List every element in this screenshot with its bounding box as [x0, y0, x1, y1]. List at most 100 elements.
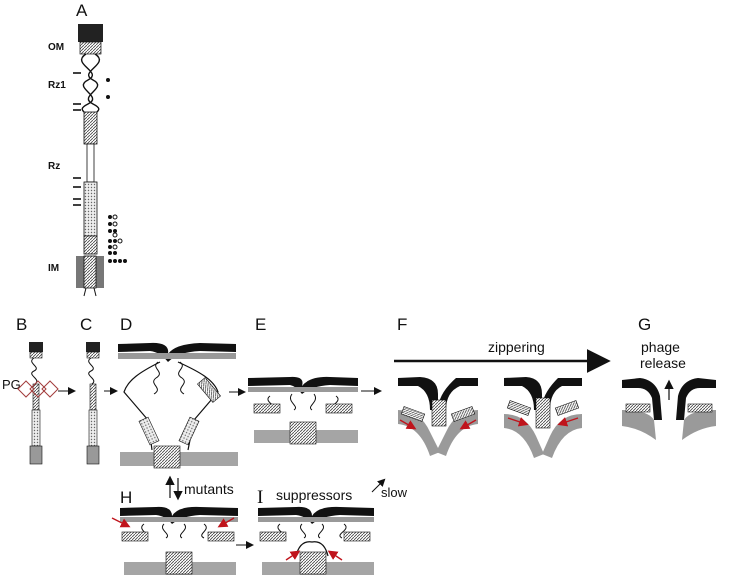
im-anchor-tm — [83, 255, 97, 289]
b-om-block — [29, 342, 43, 352]
pg-lattice — [17, 380, 59, 398]
label-im: IM — [48, 263, 59, 274]
panel-label-f: F — [397, 315, 407, 334]
d-om-gray — [118, 353, 236, 359]
i-helix-left — [259, 531, 287, 542]
e-helix-right — [325, 403, 353, 414]
g-right-helix — [687, 403, 713, 413]
d-helix-lower-right — [178, 416, 200, 446]
label-rz: Rz — [48, 161, 60, 172]
i-coils — [277, 523, 347, 539]
h-coils — [141, 523, 207, 539]
release-label: release — [640, 355, 686, 371]
zippering-label: zippering — [488, 339, 545, 355]
d-outer-membrane — [118, 342, 236, 362]
rz-helix-lower — [83, 181, 98, 237]
panel-f: F zippering slow — [371, 315, 611, 500]
i-helix-right — [343, 531, 371, 542]
h-helix-left — [121, 531, 149, 542]
rz1-coil — [80, 53, 94, 113]
panel-b: B PG — [2, 315, 76, 465]
h-helix-right — [207, 531, 235, 542]
d-left-arm — [123, 361, 161, 451]
i-im-anchors — [299, 551, 327, 575]
f2-im-left — [504, 414, 544, 458]
h-red-arrow-left — [111, 517, 131, 528]
i-red-arrow-left — [285, 550, 301, 561]
i-red-arrow-right — [327, 550, 343, 561]
f1-helix-left — [400, 406, 426, 422]
e-im-anchors — [289, 421, 317, 445]
f1-zipper — [431, 399, 447, 427]
b-im-anchor — [29, 445, 43, 465]
f2-zipper — [535, 397, 551, 429]
h-im-anchors — [165, 551, 193, 575]
rz-linker — [86, 143, 95, 183]
panel-label-c: C — [80, 315, 92, 334]
i-bulge — [295, 541, 329, 557]
panel-label-h: H — [120, 488, 132, 507]
d-coil-right — [178, 361, 185, 395]
suppressors-label: suppressors — [276, 487, 352, 503]
slow-label: slow — [381, 485, 408, 500]
c-om-stripes — [86, 351, 100, 359]
f2-helix-right — [554, 400, 580, 416]
c-rz1-coil — [88, 357, 95, 385]
i-outer-membrane — [258, 506, 374, 524]
panel-e: E — [248, 315, 382, 445]
label-om: OM — [48, 42, 64, 53]
om-anchor-block — [78, 24, 103, 42]
b-om-stripes — [29, 351, 43, 359]
mutation-ticks — [73, 72, 81, 206]
g-left-helix — [625, 403, 651, 413]
g-left-membrane — [622, 378, 662, 420]
c-im-anchor — [86, 445, 100, 465]
rz1-coil-2 — [87, 53, 101, 113]
panel-h: H mutants — [111, 475, 254, 575]
e-outer-membrane — [248, 376, 358, 394]
mutation-dots — [106, 78, 127, 263]
g-left-im — [622, 410, 656, 440]
panel-g: G phage release — [622, 315, 716, 440]
d-helix-lower-left — [138, 416, 160, 446]
h-outer-membrane — [120, 506, 238, 524]
c-rz-lower — [88, 409, 98, 447]
label-rz1: Rz1 — [48, 80, 66, 91]
c-om-block — [86, 342, 100, 352]
f2-red-arrow-right — [557, 417, 579, 427]
f-state-1 — [398, 377, 478, 456]
panel-i: I suppressors — [257, 487, 374, 575]
panel-label-a: A — [76, 1, 88, 20]
panel-label-d: D — [120, 315, 132, 334]
h-red-arrow-right — [217, 517, 235, 528]
f1-red-arrow-left — [399, 419, 417, 430]
panel-d: D — [118, 315, 246, 469]
f2-om — [504, 377, 582, 410]
d-coil-left — [153, 361, 160, 395]
om-anchor-stripes — [79, 41, 102, 55]
panel-label-i: I — [257, 487, 263, 508]
panel-label-g: G — [638, 315, 651, 334]
rz-helix-upper — [83, 111, 98, 145]
rz-tm-cap — [83, 235, 98, 255]
g-right-im — [682, 410, 716, 440]
d-right-arm — [177, 361, 219, 451]
h-om-gray — [120, 517, 238, 522]
panel-c: C — [80, 315, 118, 465]
phage-label: phage — [641, 339, 680, 355]
b-rz-lower — [31, 409, 41, 447]
slow-arrow — [371, 478, 386, 493]
d-helix-right — [197, 377, 221, 403]
f2-helix-left — [506, 400, 532, 416]
panel-a: A OM Rz1 Rz IM — [48, 1, 127, 297]
f2-im-right — [542, 414, 582, 458]
d-im-anchors — [153, 445, 181, 469]
i-om-gray — [258, 517, 374, 522]
label-pg: PG — [2, 377, 21, 392]
f2-red-arrow-left — [507, 417, 529, 427]
f1-om — [398, 377, 478, 410]
f-state-2 — [504, 377, 582, 458]
e-helix-left — [253, 403, 281, 414]
im-tails — [83, 287, 97, 297]
